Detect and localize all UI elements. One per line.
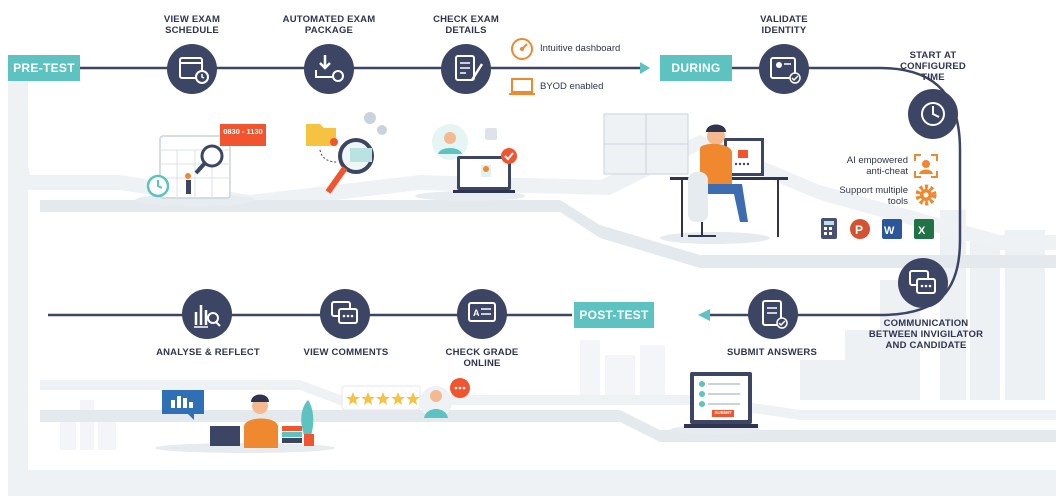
office-tools-row: P W X [821, 218, 934, 239]
schedule-time-tag: 0830 - 1130 [223, 127, 263, 136]
label-submit-answers: SUBMIT ANSWERS [726, 347, 818, 358]
calculator-icon [821, 218, 837, 239]
label-analyse-reflect: ANALYSE & REFLECT [156, 347, 260, 358]
gear-icon [915, 184, 937, 206]
submit-button-illustration: SUBMIT [714, 410, 732, 415]
rating-illustration [341, 378, 470, 418]
feature-byod-enabled: BYOD enabled [540, 81, 604, 92]
powerpoint-icon: P [850, 219, 870, 239]
svg-text:W: W [884, 225, 895, 237]
svg-text:X: X [918, 225, 926, 237]
word-icon: W [882, 219, 902, 239]
package-illustration [306, 112, 387, 194]
exam-desk-illustration [603, 113, 788, 237]
schedule-illustration [146, 124, 266, 199]
excel-icon: X [914, 219, 934, 239]
svg-text:P: P [855, 223, 863, 237]
submit-laptop-illustration [684, 372, 758, 428]
speedometer-icon [511, 38, 533, 60]
phase-pre-test: PRE-TEST [8, 55, 80, 81]
analyse-illustration [162, 390, 314, 448]
label-view-comments: VIEW COMMENTS [303, 347, 389, 358]
face-scan-icon [914, 154, 938, 178]
laptop-icon [509, 78, 535, 95]
phase-during: DURING [660, 55, 732, 81]
details-illustration [432, 124, 517, 193]
phase-post-test: POST-TEST [574, 302, 654, 328]
feature-intuitive-dashboard: Intuitive dashboard [540, 43, 621, 54]
